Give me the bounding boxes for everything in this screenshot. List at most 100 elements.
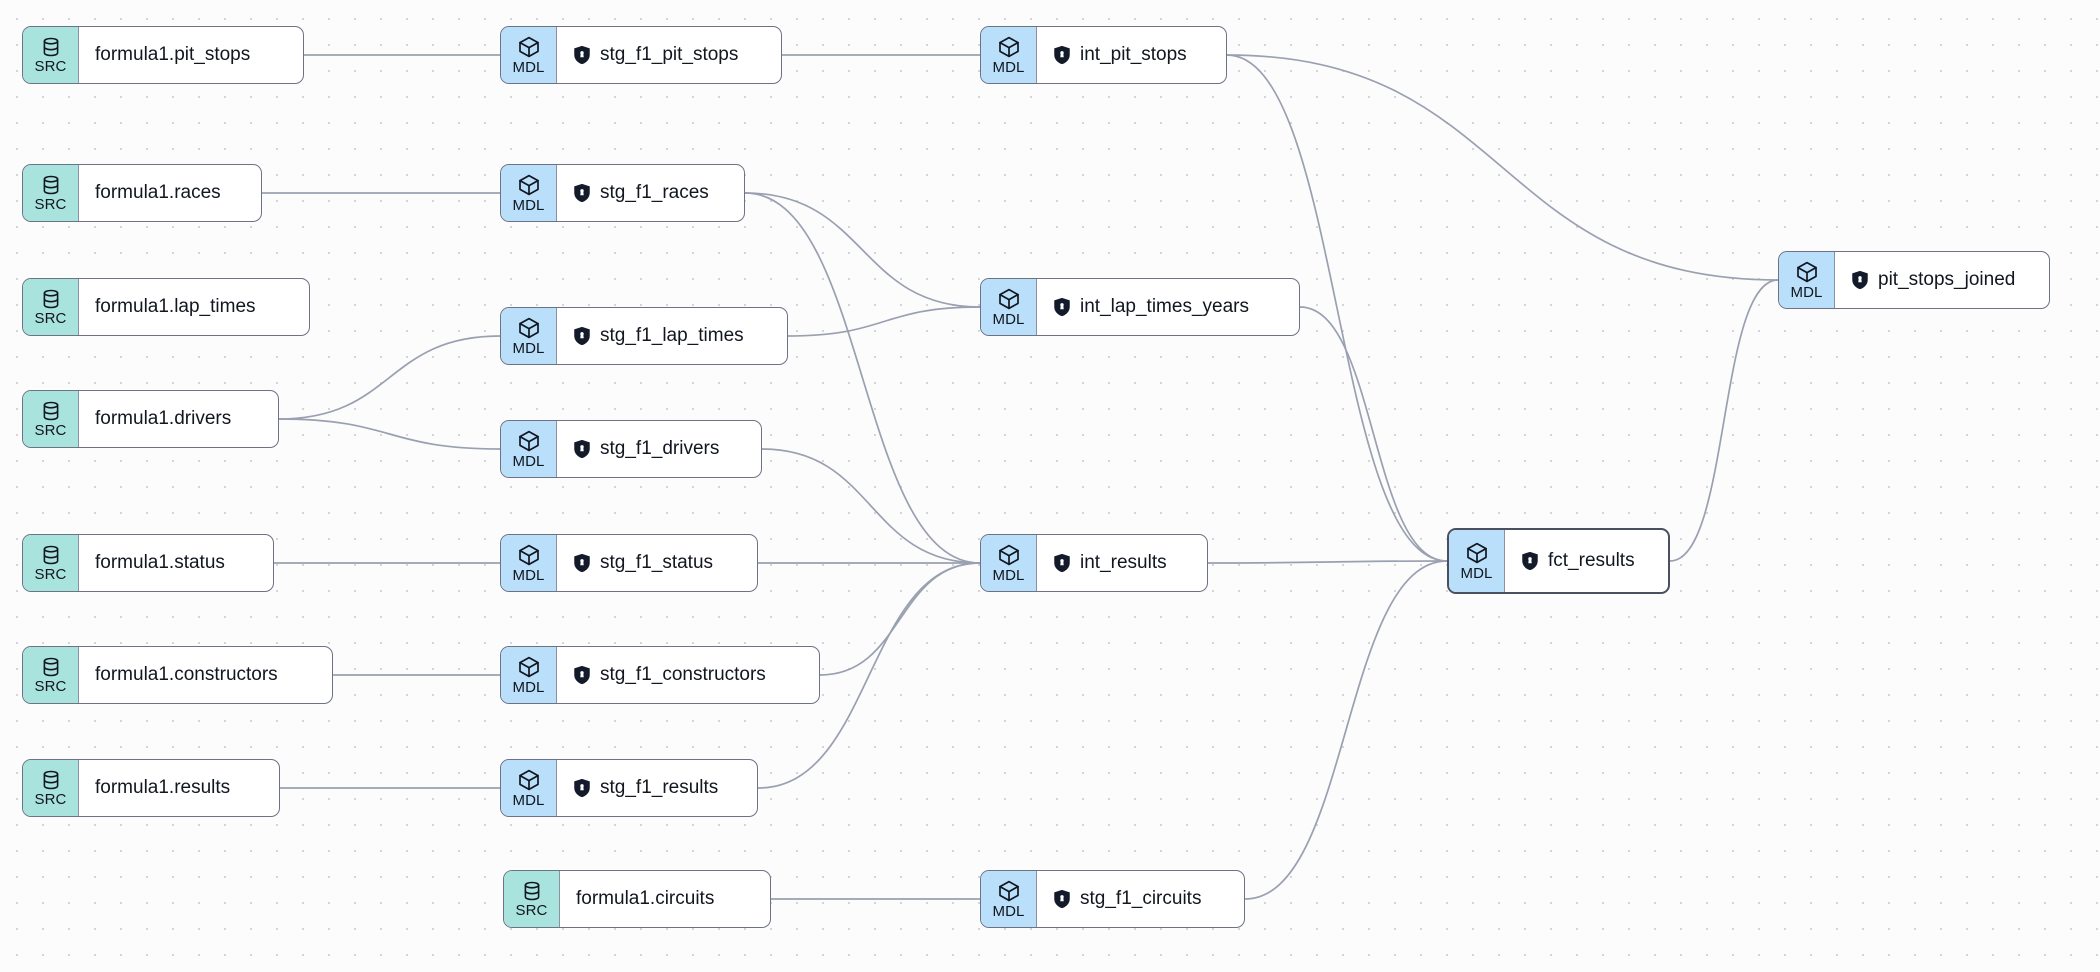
- shield-lock-icon: [573, 439, 591, 459]
- node-label: pit_stops_joined: [1878, 269, 2016, 290]
- node-body: formula1.races: [79, 165, 261, 221]
- node-body: int_lap_times_years: [1037, 279, 1299, 335]
- lineage-node-src_results[interactable]: SRC formula1.results: [22, 759, 280, 817]
- node-label: stg_f1_status: [600, 552, 714, 573]
- node-label: stg_f1_drivers: [600, 438, 720, 459]
- cube-icon: [1465, 541, 1489, 565]
- lineage-edge-stg_constructors-to-int_results: [819, 562, 981, 676]
- node-body: stg_f1_constructors: [557, 647, 819, 703]
- badge-label: MDL: [512, 340, 545, 357]
- node-label: formula1.drivers: [95, 408, 232, 429]
- model-badge: MDL: [501, 647, 557, 703]
- node-label: formula1.lap_times: [95, 296, 256, 317]
- node-body: formula1.results: [79, 760, 279, 816]
- lineage-node-src_races[interactable]: SRC formula1.races: [22, 164, 262, 222]
- node-label: int_results: [1080, 552, 1167, 573]
- cube-icon: [997, 879, 1021, 903]
- model-badge: MDL: [501, 308, 557, 364]
- node-body: formula1.drivers: [79, 391, 278, 447]
- model-badge: MDL: [501, 760, 557, 816]
- lineage-node-stg_drivers[interactable]: MDL stg_f1_drivers: [500, 420, 762, 478]
- lineage-node-src_status[interactable]: SRC formula1.status: [22, 534, 274, 592]
- lineage-node-src_pit_stops[interactable]: SRC formula1.pit_stops: [22, 26, 304, 84]
- node-body: stg_f1_races: [557, 165, 744, 221]
- shield-lock-icon: [573, 778, 591, 798]
- node-label: formula1.constructors: [95, 664, 278, 685]
- badge-label: MDL: [1460, 565, 1493, 582]
- database-cylinder-icon: [40, 36, 62, 58]
- lineage-node-src_constructors[interactable]: SRC formula1.constructors: [22, 646, 333, 704]
- node-label: stg_f1_results: [600, 777, 719, 798]
- cube-icon: [517, 543, 541, 567]
- shield-lock-icon: [1053, 45, 1071, 65]
- badge-label: SRC: [34, 678, 67, 695]
- database-cylinder-icon: [40, 769, 62, 791]
- cube-icon: [517, 655, 541, 679]
- database-cylinder-icon: [40, 656, 62, 678]
- source-badge: SRC: [23, 27, 79, 83]
- node-body: pit_stops_joined: [1835, 252, 2049, 308]
- shield-lock-icon: [573, 553, 591, 573]
- node-label: formula1.races: [95, 182, 221, 203]
- lineage-node-stg_status[interactable]: MDL stg_f1_status: [500, 534, 758, 592]
- source-badge: SRC: [23, 760, 79, 816]
- source-badge: SRC: [504, 871, 560, 927]
- badge-label: MDL: [512, 679, 545, 696]
- database-cylinder-icon: [40, 544, 62, 566]
- node-label: int_pit_stops: [1080, 44, 1187, 65]
- cube-icon: [517, 173, 541, 197]
- badge-label: SRC: [515, 902, 548, 919]
- shield-lock-icon: [1851, 270, 1869, 290]
- node-label: formula1.results: [95, 777, 231, 798]
- badge-label: SRC: [34, 791, 67, 808]
- lineage-edge-int_lap_times_years-to-fct_results: [1299, 306, 1448, 562]
- node-body: int_results: [1037, 535, 1207, 591]
- lineage-node-stg_races[interactable]: MDL stg_f1_races: [500, 164, 745, 222]
- node-body: formula1.status: [79, 535, 273, 591]
- model-badge: MDL: [981, 27, 1037, 83]
- node-label: fct_results: [1548, 550, 1635, 571]
- database-cylinder-icon: [521, 880, 543, 902]
- badge-label: SRC: [34, 422, 67, 439]
- lineage-node-src_lap_times[interactable]: SRC formula1.lap_times: [22, 278, 310, 336]
- node-body: int_pit_stops: [1037, 27, 1226, 83]
- source-badge: SRC: [23, 391, 79, 447]
- lineage-node-int_pit_stops[interactable]: MDL int_pit_stops: [980, 26, 1227, 84]
- shield-lock-icon: [1053, 889, 1071, 909]
- source-badge: SRC: [23, 279, 79, 335]
- lineage-edge-src_drivers-to-stg_lap_times: [278, 335, 501, 420]
- node-body: formula1.lap_times: [79, 279, 309, 335]
- node-body: formula1.pit_stops: [79, 27, 303, 83]
- source-badge: SRC: [23, 535, 79, 591]
- cube-icon: [997, 287, 1021, 311]
- node-label: formula1.status: [95, 552, 225, 573]
- shield-lock-icon: [573, 45, 591, 65]
- cube-icon: [517, 429, 541, 453]
- cube-icon: [1795, 260, 1819, 284]
- node-body: formula1.constructors: [79, 647, 332, 703]
- lineage-edge-stg_lap_times-to-int_lap_times_years: [787, 306, 981, 337]
- model-badge: MDL: [501, 535, 557, 591]
- badge-label: SRC: [34, 196, 67, 213]
- shield-lock-icon: [1521, 551, 1539, 571]
- model-badge: MDL: [1779, 252, 1835, 308]
- lineage-node-stg_constructors[interactable]: MDL stg_f1_constructors: [500, 646, 820, 704]
- lineage-node-pit_stops_joined[interactable]: MDL pit_stops_joined: [1778, 251, 2050, 309]
- badge-label: MDL: [512, 197, 545, 214]
- node-body: stg_f1_drivers: [557, 421, 761, 477]
- lineage-node-fct_results[interactable]: MDL fct_results: [1447, 528, 1670, 594]
- badge-label: MDL: [512, 567, 545, 584]
- lineage-node-src_drivers[interactable]: SRC formula1.drivers: [22, 390, 279, 448]
- lineage-node-stg_results[interactable]: MDL stg_f1_results: [500, 759, 758, 817]
- node-label: formula1.pit_stops: [95, 44, 251, 65]
- source-badge: SRC: [23, 647, 79, 703]
- model-badge: MDL: [501, 421, 557, 477]
- node-body: stg_f1_pit_stops: [557, 27, 781, 83]
